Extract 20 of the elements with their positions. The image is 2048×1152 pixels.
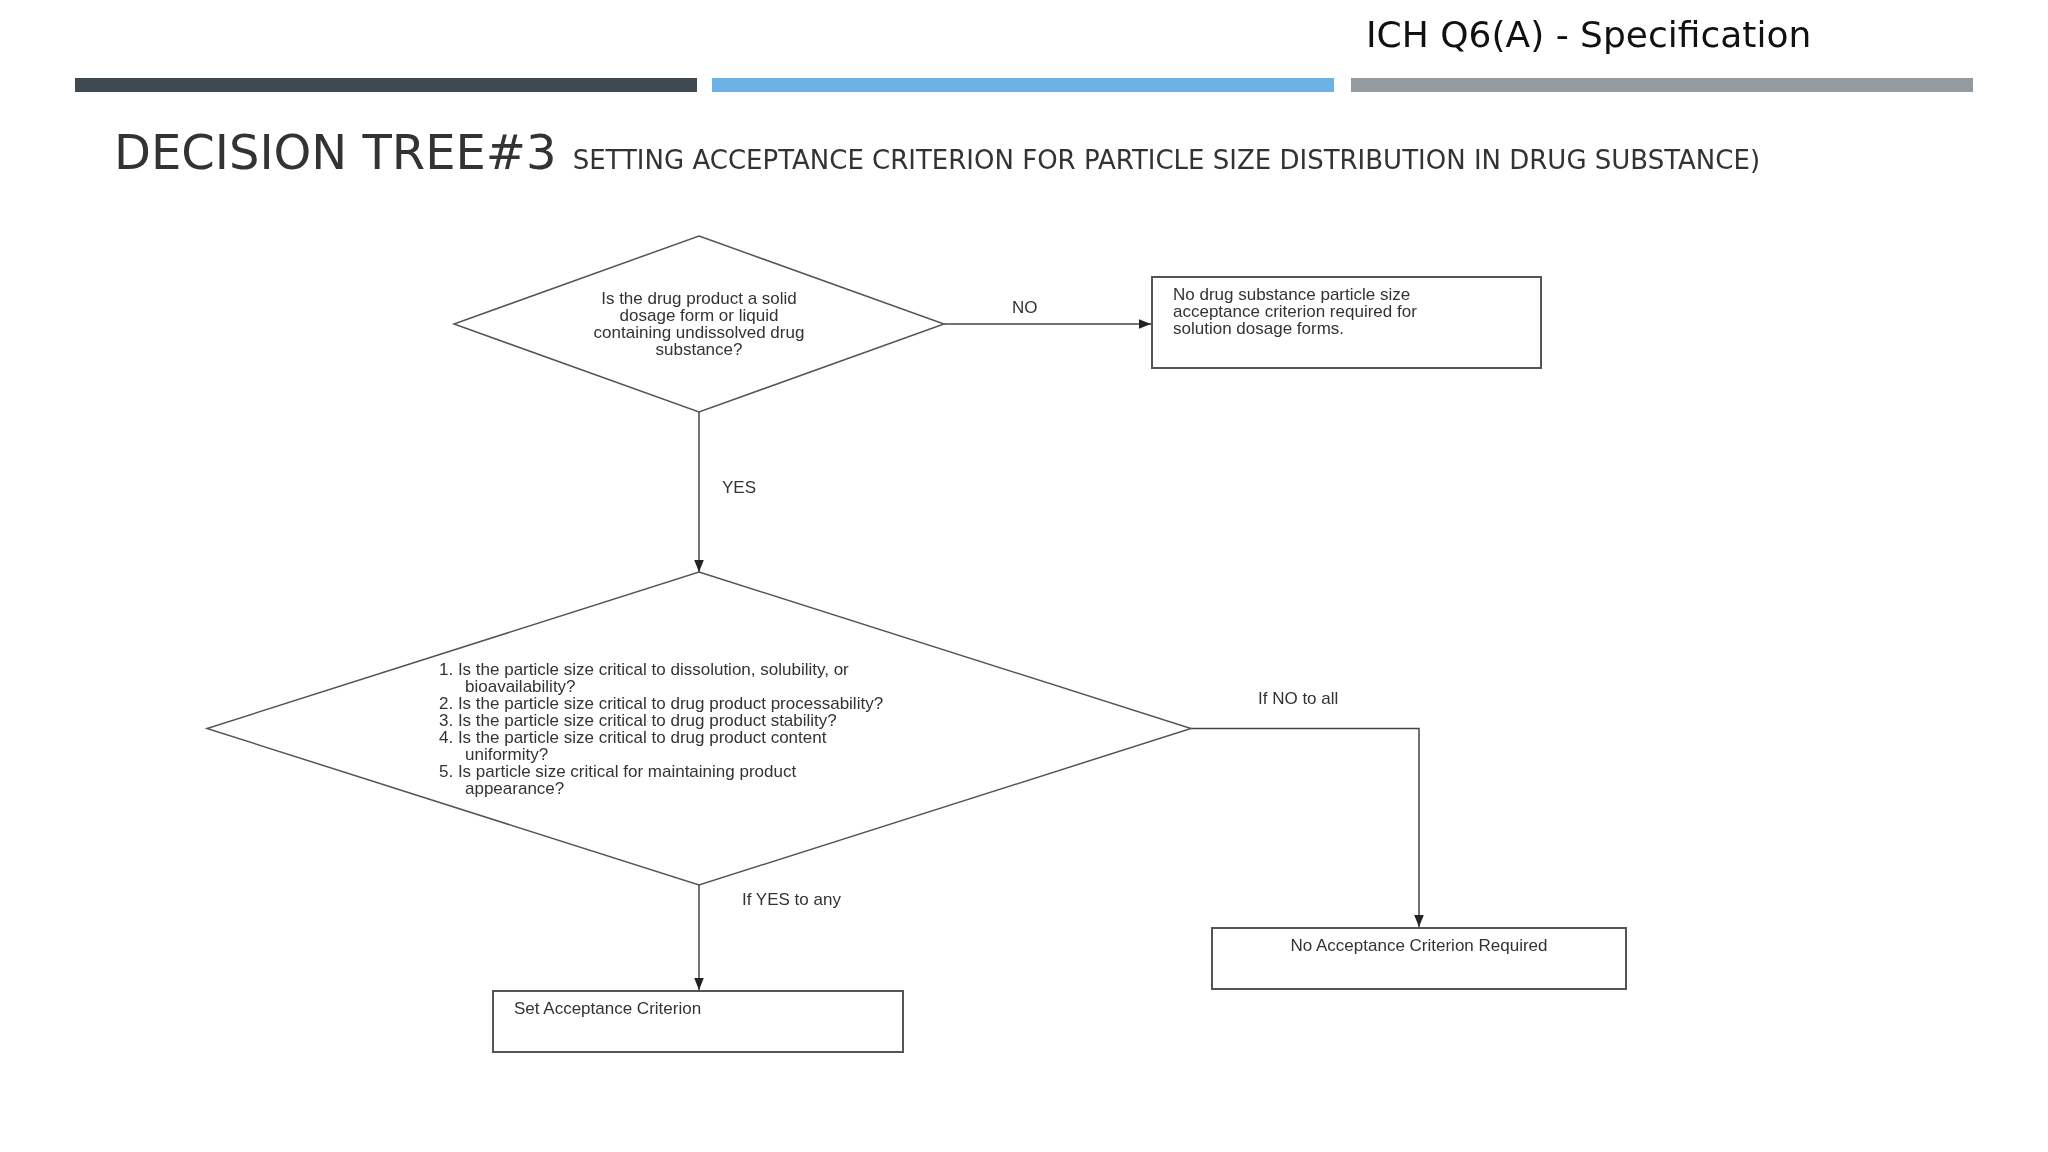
process-box [492,990,904,1053]
arrow [943,319,1152,329]
question-text: 4. Is the particle size critical to drug product content uniformity? [439,728,827,763]
slide-subtitle: SETTING ACCEPTANCE CRITERION FOR PARTICLE SIZE DISTRIBUTION IN DRUG SUBSTANCE) [572,145,1761,175]
question-text: 1. Is the particle size critical to dissolution, solubility, or bioavailability? [439,660,850,695]
question-text: 3. Is the particle size critical to drug product stability? [439,711,837,729]
question-text: 2. Is the particle size critical to drug product processability? [439,694,885,712]
question-text: 5. Is particle size critical for maintaining product appearance? [439,762,798,797]
question-text: Is the drug product a solid dosage form or liquid containing undissolved drug substance? [592,290,806,358]
arrow [694,884,704,991]
box-text: No drug substance particle size acceptance criterion required for solution dosage forms. [1173,286,1418,337]
process-box [1151,276,1542,369]
header-text: ICH Q6(A) - Specification [1366,14,1812,55]
box-text: Set Acceptance Criterion [514,1000,702,1017]
edge-label: If YES to any [740,890,843,910]
process-box [1211,927,1627,990]
slide-title: DECISION TREE#3 [114,124,557,180]
arrow [694,411,704,573]
box-text: No Acceptance Criterion Required [1290,937,1548,954]
arrow [1190,727,1424,928]
